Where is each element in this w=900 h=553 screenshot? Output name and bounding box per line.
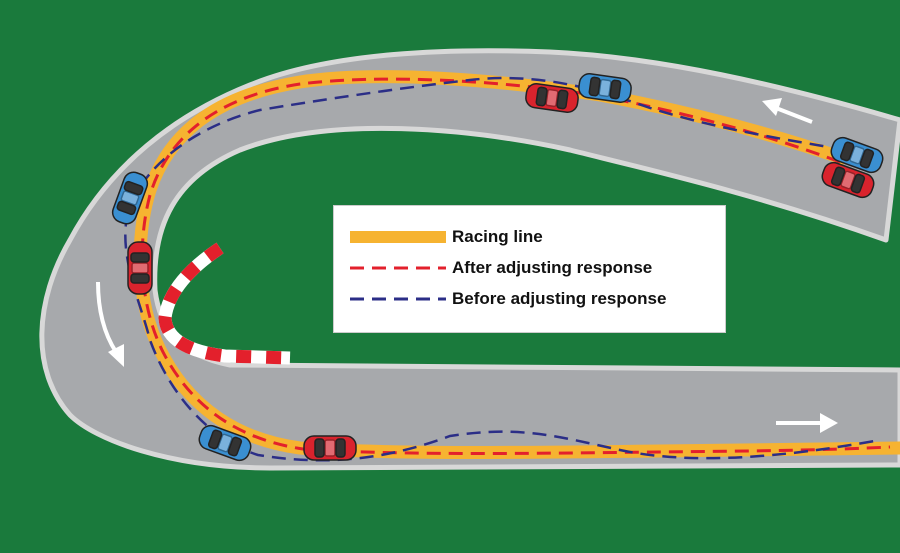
legend-label-racing-line: Racing line <box>452 227 543 246</box>
legend: Racing line After adjusting response Bef… <box>333 205 726 333</box>
legend-item-racing-line: Racing line <box>348 226 543 248</box>
legend-swatch-racing-line <box>350 231 446 243</box>
legend-item-before: Before adjusting response <box>348 288 666 310</box>
legend-swatch-before <box>350 297 446 301</box>
direction-arrow-top-icon <box>762 98 813 124</box>
legend-item-after: After adjusting response <box>348 257 652 279</box>
red-car-left-icon <box>127 241 153 295</box>
legend-swatch-after <box>350 266 446 270</box>
direction-arrow-bottom-icon <box>776 413 838 433</box>
curb <box>158 242 291 365</box>
direction-arrow-left-icon <box>96 281 124 367</box>
legend-label-before: Before adjusting response <box>452 289 667 308</box>
legend-label-after: After adjusting response <box>452 258 653 277</box>
red-car-bottom-icon <box>303 435 357 461</box>
track-surface <box>39 48 900 471</box>
